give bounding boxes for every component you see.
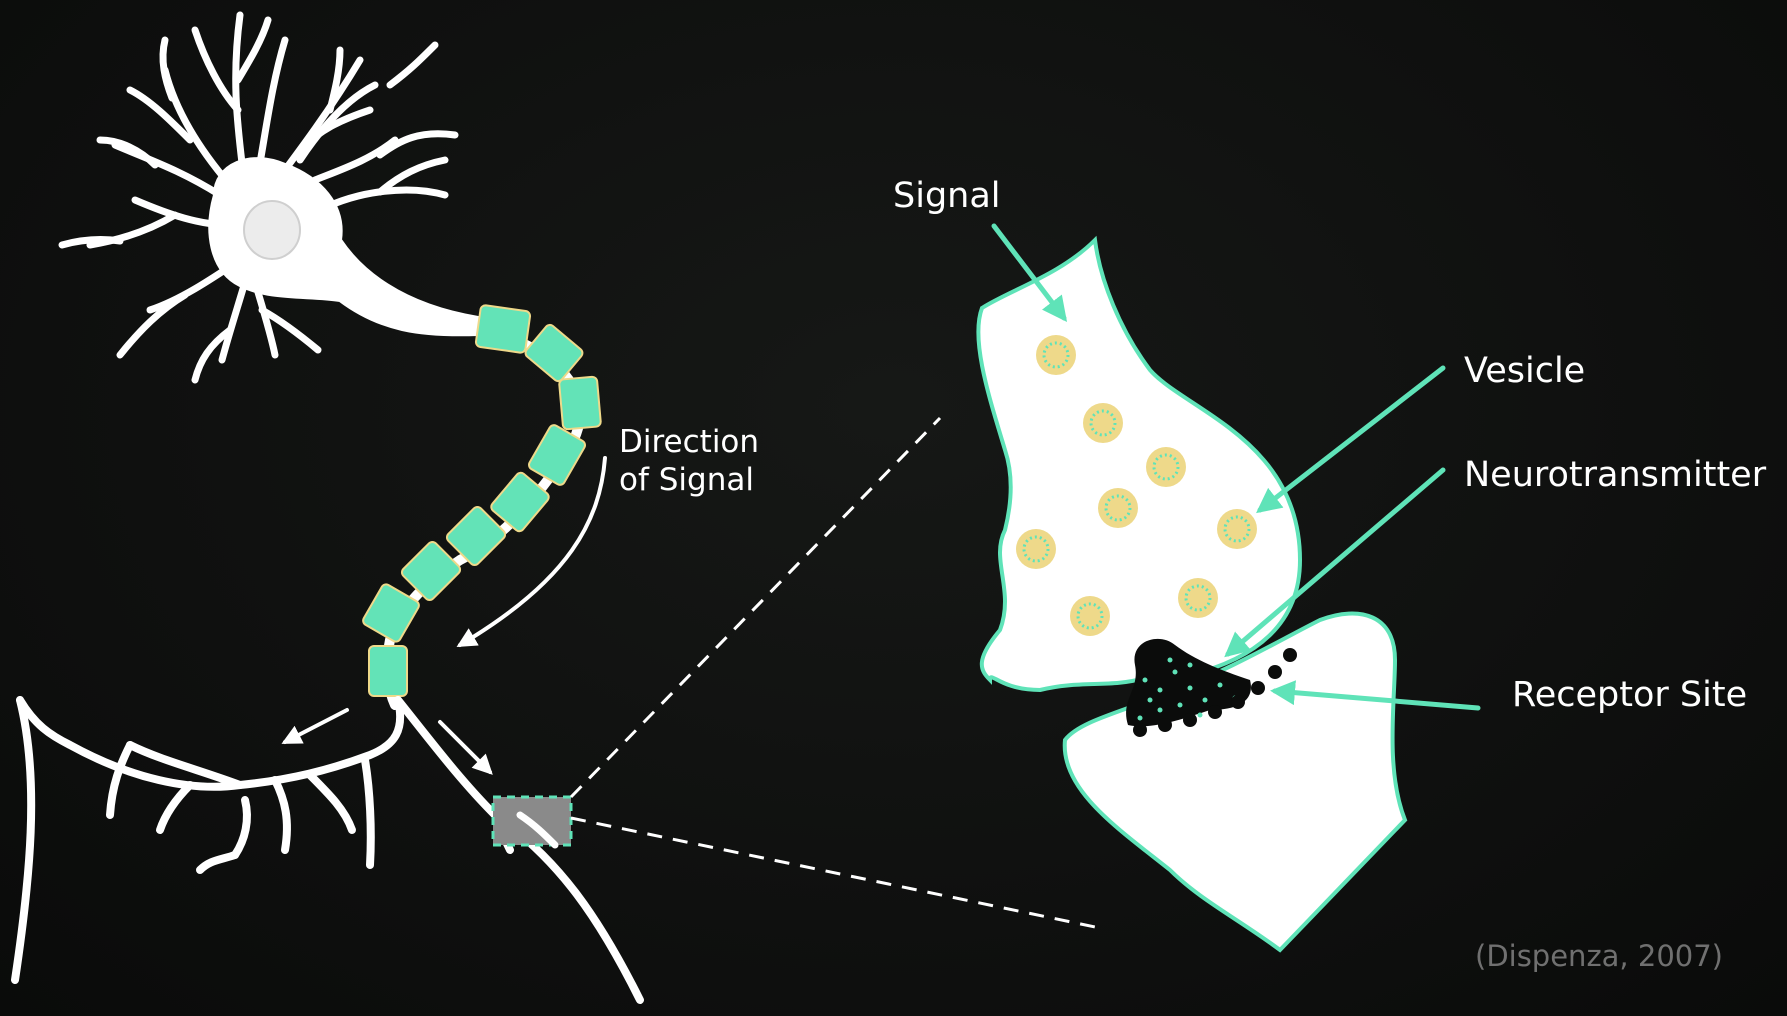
left-branch-arrow (285, 710, 347, 742)
vesicle (1036, 335, 1076, 375)
signal-label: Signal (893, 176, 1001, 216)
neuron-icon (15, 15, 640, 1000)
synapse-icon (978, 226, 1478, 950)
vesicle (1098, 488, 1138, 528)
receptor-site-label: Receptor Site (1512, 675, 1747, 715)
nucleus (244, 201, 300, 259)
zoom-line-bottom (571, 818, 1100, 928)
vesicle (1083, 403, 1123, 443)
vesicle (1178, 578, 1218, 618)
vesicle (1016, 529, 1056, 569)
vesicle-pointer (1260, 368, 1443, 510)
direction-label-line2: of Signal (619, 461, 759, 499)
myelin-sheath (361, 305, 601, 696)
neurotransmitter-label: Neurotransmitter (1464, 455, 1766, 495)
axon-terminals (15, 700, 640, 1000)
vesicle (1217, 509, 1257, 549)
vesicle (1146, 447, 1186, 487)
vesicle-label: Vesicle (1464, 351, 1585, 391)
direction-of-signal-label: Direction of Signal (619, 423, 759, 499)
direction-label-line1: Direction (619, 423, 759, 461)
presynaptic-terminal (978, 240, 1300, 690)
citation: (Dispenza, 2007) (1475, 939, 1723, 973)
vesicle (1070, 596, 1110, 636)
